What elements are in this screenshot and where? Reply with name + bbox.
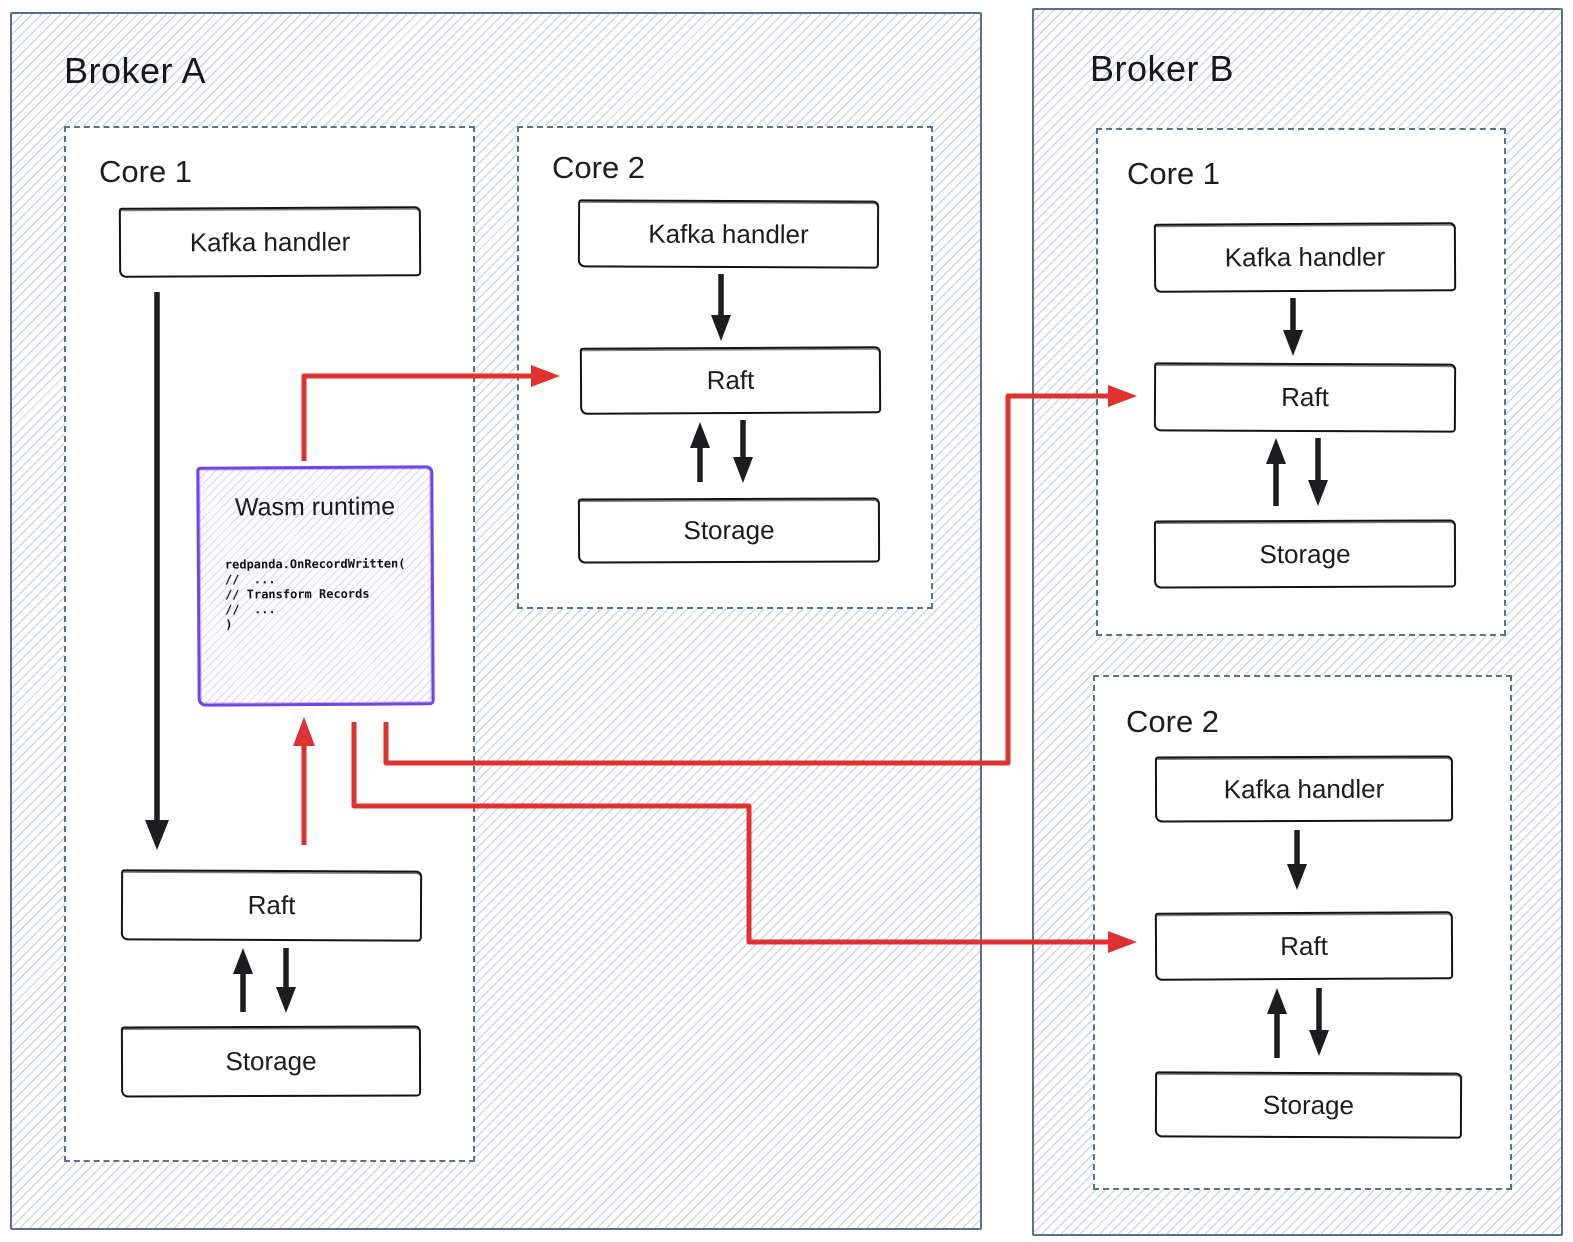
- node-broker-a-core-2-raft: Raft: [579, 346, 882, 415]
- node-broker-b-core-1-storage: Storage: [1153, 519, 1457, 589]
- node-label: Raft: [1280, 930, 1328, 961]
- node-broker-b-core-2-storage: Storage: [1154, 1071, 1463, 1139]
- broker-a-core-1-label: Core 1: [99, 154, 193, 189]
- node-broker-a-core-1-kafka-handler: Kafka handler: [118, 206, 422, 278]
- broker-b-core-1-label: Core 1: [1127, 156, 1221, 191]
- node-label: Raft: [1281, 381, 1329, 413]
- node-label: Raft: [706, 364, 755, 396]
- wasm-runtime-box: Wasm runtime redpanda.OnRecordWritten(//…: [196, 465, 435, 707]
- broker-b-container: Broker B Core 1 Kafka handler Raft Stora…: [1032, 8, 1563, 1236]
- code-line: redpanda.OnRecordWritten(: [224, 556, 406, 572]
- broker-a-core-2: Core 2 Kafka handler Raft Storage: [517, 126, 933, 609]
- broker-a-core-1: Core 1 Kafka handler Wasm runtime redpan…: [64, 126, 475, 1162]
- broker-b-core-1: Core 1 Kafka handler Raft Storage: [1096, 128, 1506, 636]
- node-broker-b-core-2-raft: Raft: [1154, 911, 1454, 981]
- node-broker-a-core-2-kafka-handler: Kafka handler: [577, 199, 880, 269]
- wasm-code-snippet: redpanda.OnRecordWritten(// ...// Transf…: [225, 556, 406, 632]
- wasm-runtime-title: Wasm runtime: [234, 492, 396, 522]
- node-label: Storage: [683, 514, 775, 546]
- code-line: // ...: [224, 572, 276, 587]
- node-broker-a-core-1-raft: Raft: [120, 869, 423, 942]
- broker-a-core-2-label: Core 2: [552, 150, 646, 185]
- node-broker-b-core-2-kafka-handler: Kafka handler: [1154, 755, 1454, 823]
- node-broker-b-core-1-raft: Raft: [1153, 362, 1457, 433]
- broker-a-container: Broker A Core 1 Kafka handler Wasm runti…: [10, 12, 982, 1230]
- broker-a-title: Broker A: [64, 50, 207, 91]
- node-label: Kafka handler: [648, 218, 809, 249]
- code-line: // Transform Records: [225, 586, 370, 602]
- node-broker-a-core-1-storage: Storage: [120, 1025, 422, 1098]
- node-label: Kafka handler: [189, 226, 351, 257]
- broker-b-core-2-label: Core 2: [1126, 704, 1220, 739]
- broker-b-core-2: Core 2 Kafka handler Raft Storage: [1093, 675, 1512, 1190]
- node-broker-a-core-2-storage: Storage: [577, 497, 881, 564]
- broker-b-title: Broker B: [1090, 48, 1235, 89]
- node-label: Storage: [1262, 1089, 1355, 1120]
- node-broker-b-core-1-kafka-handler: Kafka handler: [1153, 222, 1457, 293]
- node-label: Raft: [247, 889, 296, 921]
- code-line: ): [225, 617, 233, 632]
- node-label: Storage: [225, 1045, 317, 1077]
- node-label: Kafka handler: [1224, 241, 1386, 273]
- node-label: Kafka handler: [1223, 773, 1385, 804]
- node-label: Storage: [1259, 538, 1351, 569]
- code-line: // ...: [225, 602, 276, 617]
